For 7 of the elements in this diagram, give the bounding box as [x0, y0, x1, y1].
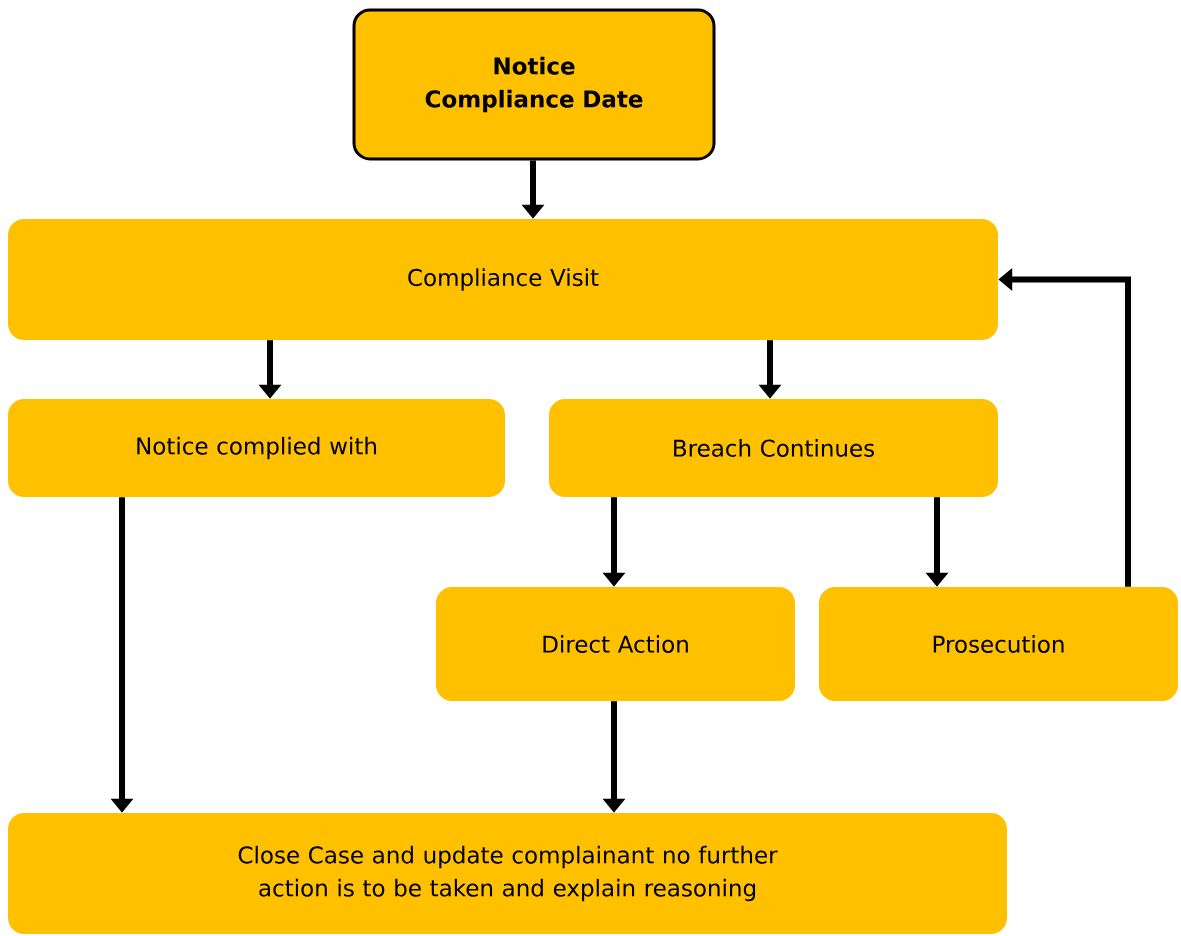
process-box: Compliance Visit — [8, 219, 998, 340]
process-box: Direct Action — [436, 587, 795, 701]
process-box: Notice complied with — [8, 399, 505, 497]
process-box: Prosecution — [819, 587, 1178, 701]
process-box: Breach Continues — [549, 399, 998, 497]
process-box: Close Case and update complainant no further action is to be taken and explain reasoning — [8, 813, 1007, 934]
start-box: Notice Compliance Date — [352, 8, 716, 161]
